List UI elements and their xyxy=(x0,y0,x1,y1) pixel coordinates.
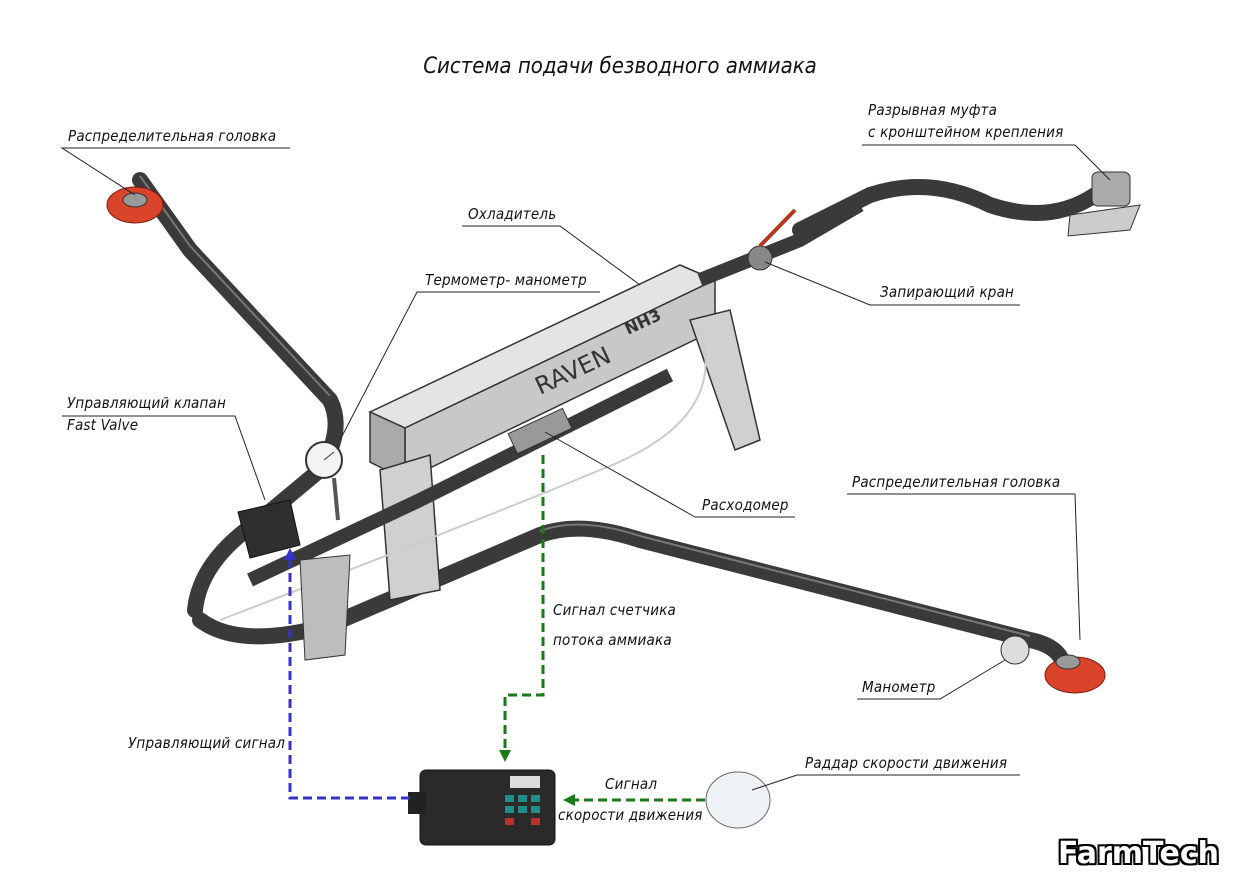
speed-radar xyxy=(705,771,771,829)
controller-console xyxy=(408,769,556,846)
valve-handle xyxy=(758,208,797,248)
hose-main-lower xyxy=(192,520,1070,668)
control-signal-line xyxy=(288,555,410,800)
hose-left-upper xyxy=(132,172,344,618)
leader-lines xyxy=(60,144,1111,791)
label-speed-signal-2: скорости движения xyxy=(558,806,703,824)
control-valve xyxy=(237,499,351,661)
label-cooler: Охладитель xyxy=(468,205,557,223)
hose-breakaway xyxy=(792,179,1103,238)
flowmeter-body xyxy=(507,407,573,455)
dist-head-left xyxy=(106,186,164,224)
label-thermo-gauge: Термометр- манометр xyxy=(425,271,587,289)
label-breakaway-1: Разрывная муфта xyxy=(868,101,998,119)
breakaway-coupling xyxy=(1067,171,1141,237)
shutoff-valve-body xyxy=(747,245,773,271)
dist-head-right xyxy=(1000,635,1106,694)
label-breakaway-2: с кронштейном крепления xyxy=(868,123,1064,141)
label-dist-head-left: Распределительная головка xyxy=(68,127,277,145)
label-control-valve-2: Fast Valve xyxy=(67,416,139,434)
label-gauge: Манометр xyxy=(862,678,936,696)
label-flow-signal-1: Сигнал счетчика xyxy=(553,601,677,619)
label-flow-signal-2: потока аммиака xyxy=(553,631,672,649)
manifold-pipe xyxy=(219,198,864,621)
label-flowmeter: Расходомер xyxy=(702,496,789,514)
label-control-valve-1: Управляющий клапан xyxy=(67,394,227,412)
gauge-body xyxy=(1000,635,1030,665)
label-dist-head-right: Распределительная головка xyxy=(852,473,1061,491)
label-shutoff-valve: Запирающий кран xyxy=(880,283,1015,301)
flow-signal-line xyxy=(503,455,545,755)
label-radar: Раддар скорости движения xyxy=(805,754,1008,772)
diagram-title: Система подачи безводного аммиака xyxy=(423,54,817,79)
farmtech-watermark: FarmTech xyxy=(1058,836,1220,871)
label-control-signal: Управляющий сигнал xyxy=(128,734,286,752)
label-speed-signal-1: Сигнал xyxy=(605,775,658,793)
thermometer-gauge xyxy=(305,441,343,521)
hoses xyxy=(132,172,1103,668)
